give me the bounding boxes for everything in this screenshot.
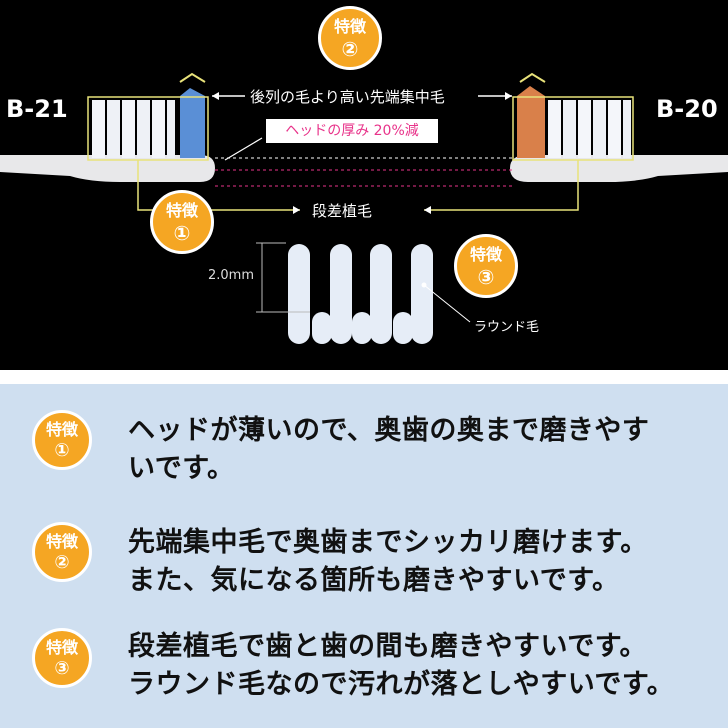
- badge-word: 特徴: [45, 638, 78, 657]
- model-right-label: B-20: [656, 95, 718, 123]
- badge-number: ①: [173, 221, 191, 245]
- right-brush-head: [510, 155, 728, 182]
- feature-3-badge: 特徴 ③: [32, 628, 92, 688]
- feature-list: [0, 384, 728, 728]
- diagram-panel: B-21 B-20 後列の毛より高い先端集中毛 ヘッドの厚み 20%減 段差植毛…: [0, 0, 728, 370]
- badge-word: 特徴: [333, 17, 366, 36]
- thin-head-callout: ヘッドの厚み 20%減: [266, 119, 438, 143]
- badge-feature-1-top: 特徴 ①: [150, 190, 214, 254]
- round-bristle-label: ラウンド毛: [474, 320, 540, 335]
- tip-bristle-callout: 後列の毛より高い先端集中毛: [250, 88, 445, 106]
- feature-2-text: 先端集中毛で奥歯までシッカリ磨けます。 また、気になる箇所も磨きやすいです。: [128, 524, 718, 600]
- badge-number: ②: [341, 37, 359, 61]
- badge-number: ②: [54, 552, 70, 573]
- feature-2-badge: 特徴 ②: [32, 522, 92, 582]
- toothbrush-diagram: [0, 72, 728, 344]
- badge-feature-3-top: 特徴 ③: [454, 234, 518, 298]
- feature-1-line-1: ヘッドが薄いので、奥歯の奥まで磨きやす: [128, 415, 650, 446]
- right-tip-bristles: [517, 86, 545, 158]
- right-bristles: [517, 86, 631, 158]
- left-brush-head: [0, 155, 215, 182]
- feature-2-line-1: 先端集中毛で奥歯までシッカリ磨けます。: [128, 527, 648, 558]
- left-bristles: [92, 88, 205, 158]
- feature-1-text: ヘッドが薄いので、奥歯の奥まで磨きやす いです。: [128, 412, 718, 488]
- step-bristle-callout: 段差植毛: [312, 202, 373, 220]
- badge-word: 特徴: [165, 201, 198, 220]
- badge-word: 特徴: [469, 245, 502, 264]
- feature-1-line-2: いです。: [128, 453, 235, 484]
- feature-2-line-2: また、気になる箇所も磨きやすいです。: [128, 565, 620, 596]
- feature-1-badge: 特徴 ①: [32, 410, 92, 470]
- badge-number: ①: [54, 440, 70, 461]
- feature-3-line-2: ラウンド毛なので汚れが落としやすいです。: [128, 669, 675, 700]
- badge-number: ③: [54, 658, 70, 679]
- round-bristle-illustration: [288, 244, 433, 344]
- badge-feature-2-top: 特徴 ②: [318, 6, 382, 70]
- dimension-label: 2.0mm: [208, 268, 255, 283]
- feature-3-text: 段差植毛で歯と歯の間も磨きやすいです。 ラウンド毛なので汚れが落としやすいです。: [128, 628, 718, 704]
- badge-number: ③: [477, 265, 495, 289]
- badge-word: 特徴: [45, 420, 78, 439]
- model-left-label: B-21: [6, 95, 68, 123]
- feature-3-line-1: 段差植毛で歯と歯の間も磨きやすいです。: [128, 631, 647, 662]
- left-tip-bristles: [180, 88, 205, 158]
- badge-word: 特徴: [45, 532, 78, 551]
